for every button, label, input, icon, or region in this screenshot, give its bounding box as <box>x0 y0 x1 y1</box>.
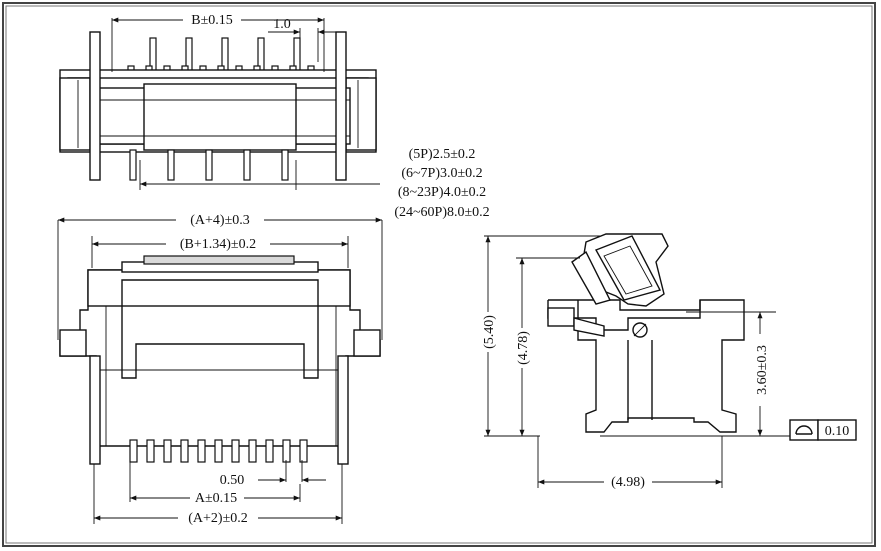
flatness-symbol <box>795 425 813 435</box>
dim-b-plus-134: (B+1.34)±0.2 <box>180 237 256 252</box>
front-view-left-tab <box>59 329 87 357</box>
front-view-left-leg <box>89 355 101 465</box>
top-view-pin <box>243 149 251 181</box>
dim-a: A±0.15 <box>195 491 237 506</box>
front-view-actuator-lip <box>143 255 295 265</box>
front-view-contact <box>231 439 240 463</box>
top-view-pin <box>129 149 137 181</box>
dim-pitch-top: 1.0 <box>273 17 291 32</box>
top-view-pin <box>167 149 175 181</box>
front-view-top-band <box>87 269 351 307</box>
front-view-contact <box>214 439 223 463</box>
front-view-contact <box>163 439 172 463</box>
flatness-value-cell <box>817 419 857 441</box>
top-view-pin <box>281 149 289 181</box>
height-row-8-23p: (8~23P)4.0±0.2 <box>398 185 486 200</box>
front-view-contact <box>197 439 206 463</box>
dim-seat-height: 3.60±0.3 <box>755 345 770 395</box>
front-view-contact <box>282 439 291 463</box>
top-view-actuator <box>143 83 297 151</box>
side-view-contact-tip <box>573 317 605 337</box>
top-view-right-latch <box>345 77 377 151</box>
front-view: (A+4)±0.3 (B+1.34)±0.2 0.50 A <box>57 211 383 526</box>
dim-a-plus-2: (A+2)±0.2 <box>188 511 248 526</box>
front-view-right-leg <box>337 355 349 465</box>
dim-height: (4.78) <box>516 331 531 365</box>
front-view-contact <box>180 439 189 463</box>
dim-total-height: (5.40) <box>482 315 497 349</box>
front-view-contact <box>129 439 138 463</box>
top-view-lower-pins <box>129 149 289 181</box>
height-row-5p: (5P)2.5±0.2 <box>409 147 476 162</box>
side-view-hinge-arm <box>571 250 612 305</box>
top-view-right-post <box>335 31 347 181</box>
front-view-opening <box>121 279 319 379</box>
dim-pitch-front: 0.50 <box>220 473 245 488</box>
flatness-value: 0.10 <box>825 424 850 439</box>
top-view-left-latch <box>59 77 91 151</box>
side-view-latch <box>547 307 575 327</box>
height-by-pin-count-table: (5P)2.5±0.2 (6~7P)3.0±0.2 (8~23P)4.0±0.2… <box>394 147 489 220</box>
front-view-contact <box>248 439 257 463</box>
front-view-contact <box>146 439 155 463</box>
height-row-6-7p: (6~7P)3.0±0.2 <box>401 166 482 181</box>
dim-b: B±0.15 <box>191 13 233 28</box>
front-view-contact <box>299 439 308 463</box>
front-view-right-tab <box>353 329 381 357</box>
dim-a-plus-4: (A+4)±0.3 <box>190 213 250 228</box>
height-row-24-60p: (24~60P)8.0±0.2 <box>394 205 489 220</box>
side-view: (5.40) (4.78) 3.60±0.3 (4.98) 0.10 <box>479 233 857 490</box>
top-view-pin <box>205 149 213 181</box>
top-view-left-post <box>89 31 101 181</box>
front-view-contact <box>265 439 274 463</box>
flatness-symbol-cell <box>789 419 819 441</box>
top-view: B±0.15 1.0 <box>59 11 380 190</box>
drawing-frame-inner <box>5 5 873 544</box>
front-view-contacts <box>129 439 308 463</box>
dim-depth: (4.98) <box>611 475 645 490</box>
